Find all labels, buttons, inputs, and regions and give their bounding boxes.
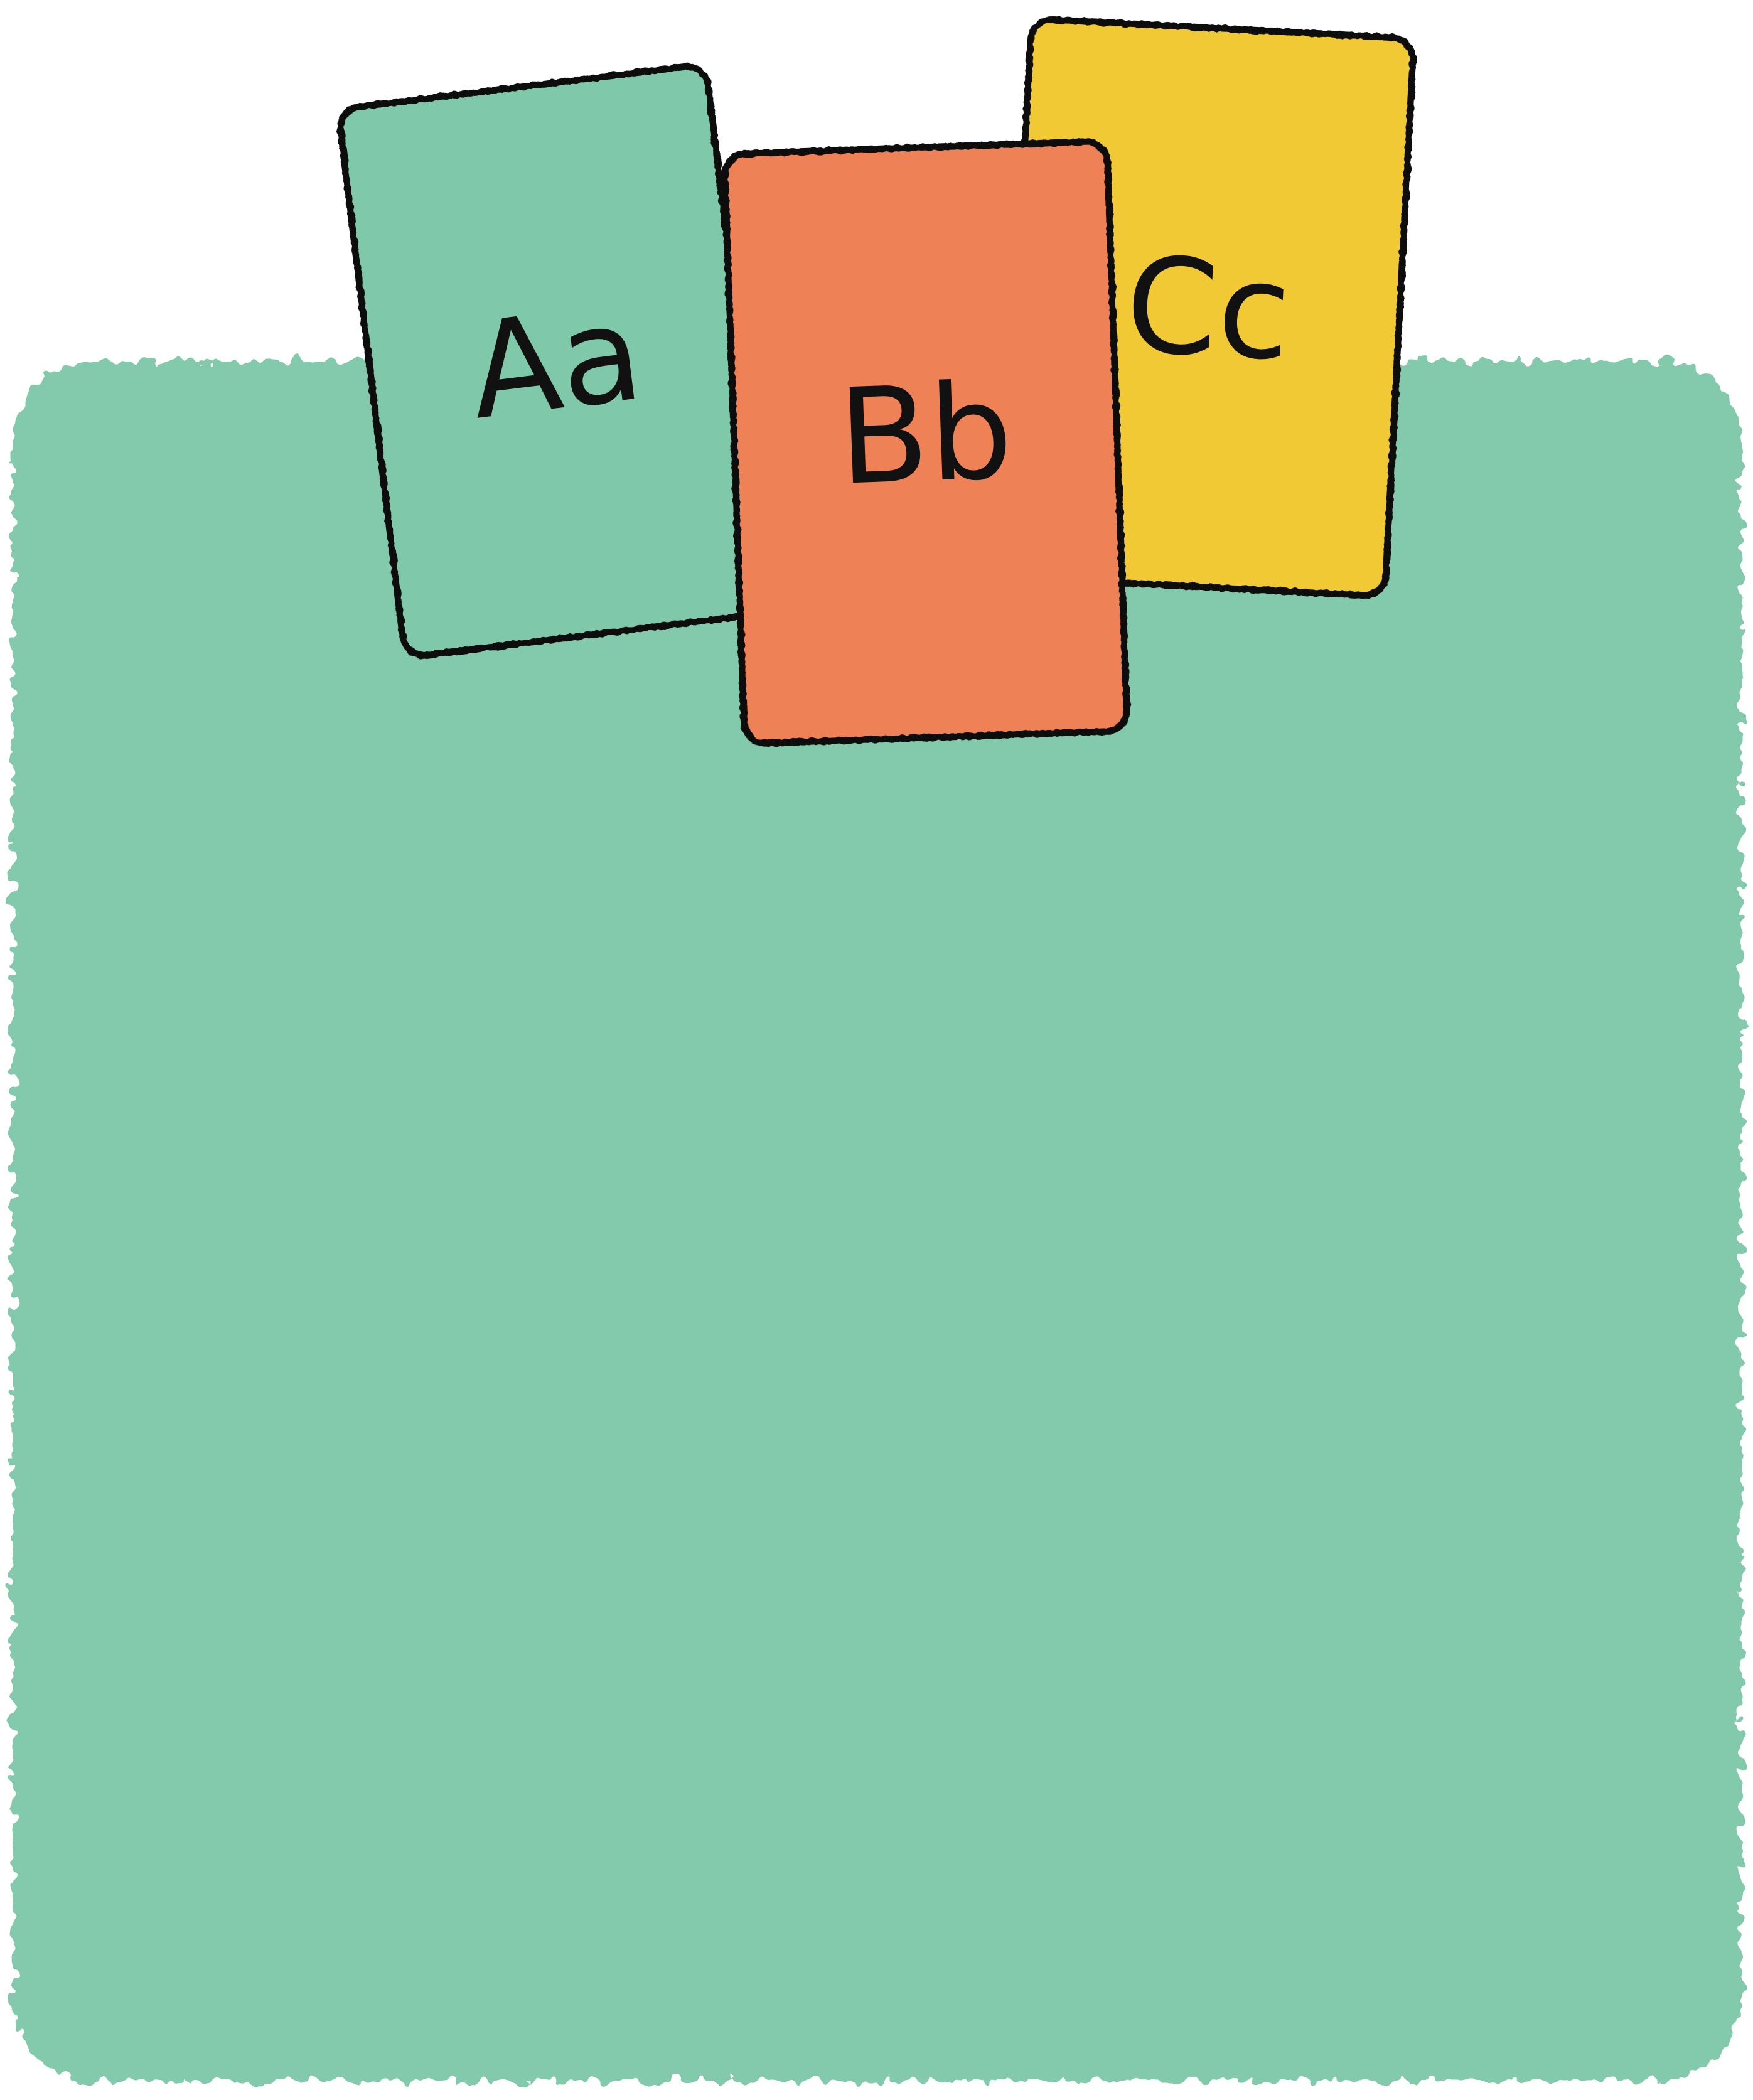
chalk-board-background: [13, 361, 1742, 2081]
flashcard-aa: Aa: [336, 63, 775, 659]
flashcard-bb: Bb: [721, 138, 1130, 747]
flashcard-cc-label: Cc: [1122, 228, 1295, 390]
flashcard-aa-label: Aa: [461, 276, 650, 449]
flashcard-bb-label: Bb: [836, 355, 1016, 515]
